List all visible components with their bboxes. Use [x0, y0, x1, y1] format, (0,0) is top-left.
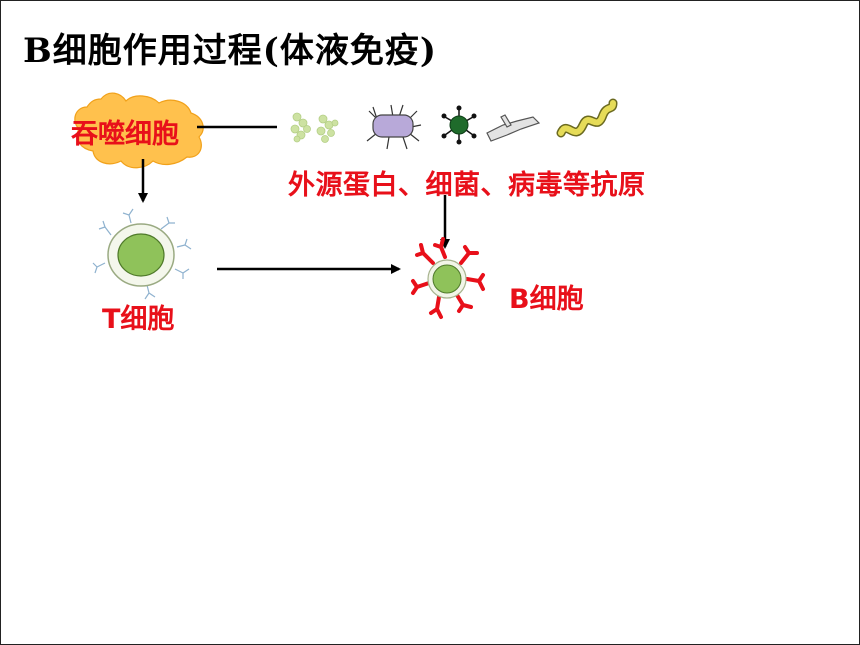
slide-title: B细胞作用过程(体液免疫) — [23, 31, 437, 71]
b-cell-icon — [411, 237, 485, 319]
virus-icon — [441, 105, 477, 145]
t-cell-icon — [92, 208, 192, 300]
spirillum-icon — [556, 98, 618, 138]
t-cell-label: T细胞 — [102, 304, 175, 335]
b-cell-label: B细胞 — [509, 284, 584, 315]
phagocyte-icon — [74, 92, 204, 169]
bacterium-icon — [366, 104, 422, 150]
bacillus-icon — [486, 114, 541, 142]
protein-cluster-icon — [290, 112, 339, 143]
phagocyte-label: 吞噬细胞 — [71, 119, 179, 150]
antigen-label: 外源蛋白、细菌、病毒等抗原 — [288, 170, 646, 201]
